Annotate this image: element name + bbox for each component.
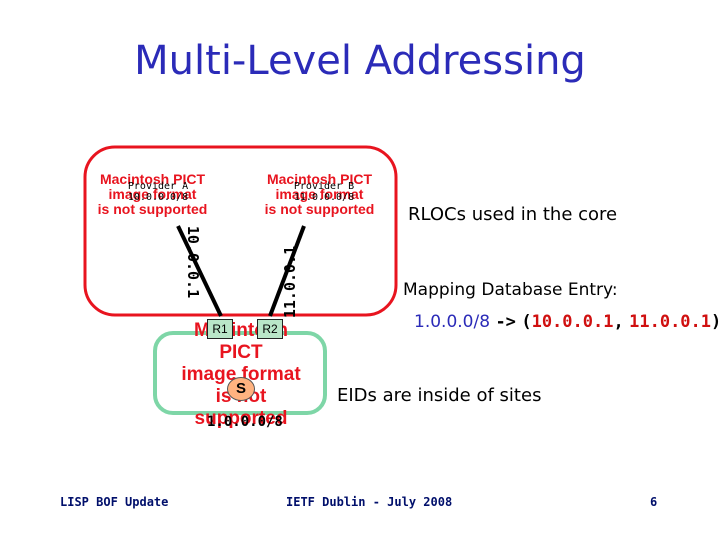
site-prefix: 1.0.0.0/8 bbox=[207, 414, 283, 430]
provider-b-label: Provider B 11.0.0.0/8 bbox=[284, 181, 364, 203]
mapping-rloc-2: 11.0.0.1 bbox=[629, 312, 712, 332]
pict-line: image format bbox=[108, 186, 197, 202]
pict-line: Macintosh PICT bbox=[266, 171, 372, 187]
link-provider-a-r1 bbox=[176, 225, 223, 317]
mapping-entry: 1.0.0.0/8 -> (10.0.0.1, 11.0.0.1) bbox=[414, 312, 720, 332]
mapping-close-paren: ) bbox=[711, 312, 720, 332]
pict-line: Macintosh PICT bbox=[194, 320, 288, 363]
pict-line: image format bbox=[275, 186, 364, 202]
mapping-database-title: Mapping Database Entry: bbox=[403, 280, 618, 300]
footer-left: LISP BOF Update bbox=[60, 495, 169, 509]
eids-label: EIDs are inside of sites bbox=[337, 385, 542, 406]
pict-line: image format bbox=[181, 364, 301, 385]
rlocs-core-label: RLOCs used in the core bbox=[408, 204, 618, 225]
rloc-left-label: 10.0.0.1 bbox=[184, 225, 202, 299]
footer-center: IETF Dublin - July 2008 bbox=[286, 495, 453, 509]
slide-title: Multi-Level Addressing bbox=[134, 38, 586, 84]
provider-a-prefix: 10.0.0.0/8 bbox=[127, 192, 189, 203]
provider-b-prefix: 11.0.0.0/8 bbox=[293, 192, 355, 203]
mapping-open-paren: ( bbox=[521, 312, 532, 332]
router-r1: R1 bbox=[207, 319, 233, 339]
pict-line: is not supported bbox=[264, 201, 375, 217]
mapping-rloc-1: 10.0.0.1 bbox=[531, 312, 614, 332]
provider-b-picture-placeholder: Macintosh PICT image format is not suppo… bbox=[262, 172, 377, 217]
pict-line: is not supported bbox=[97, 201, 208, 217]
mapping-eid-prefix: 1.0.0.0/8 bbox=[414, 312, 491, 332]
site-region bbox=[153, 331, 327, 415]
mapping-arrow: -> bbox=[495, 312, 516, 332]
router-r2: R2 bbox=[257, 319, 283, 339]
link-provider-b-r2 bbox=[268, 225, 306, 317]
mapping-separator: , bbox=[613, 312, 624, 332]
page-number: 6 bbox=[650, 495, 658, 509]
host-s: S bbox=[227, 377, 255, 401]
core-region bbox=[83, 145, 398, 317]
pict-line: Macintosh PICT bbox=[99, 171, 205, 187]
provider-a-picture-placeholder: Macintosh PICT image format is not suppo… bbox=[95, 172, 210, 217]
rloc-right-label: 11.0.0.1 bbox=[281, 245, 299, 319]
provider-b-name: Provider B bbox=[293, 181, 355, 192]
provider-a-label: Provider A 10.0.0.0/8 bbox=[118, 181, 198, 203]
provider-a-name: Provider A bbox=[127, 181, 189, 192]
